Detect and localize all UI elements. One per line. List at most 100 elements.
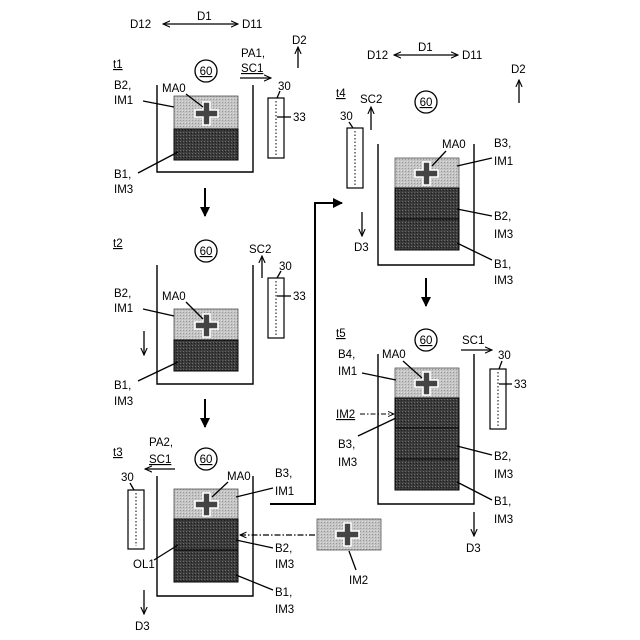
b2-label: B2, — [275, 543, 292, 555]
block-b2 — [174, 519, 238, 550]
pa1-label: PA1, — [241, 48, 265, 60]
sc2-label: SC2 — [360, 94, 382, 106]
b1-im-label: IM3 — [114, 184, 133, 196]
b1-im-label: IM3 — [114, 396, 133, 408]
sensor-30 — [268, 278, 284, 338]
incoming-im2: IM2 — [240, 519, 381, 587]
sensor-30 — [268, 98, 284, 158]
stage-t2-label: t2 — [113, 238, 123, 250]
b2-im-label: IM3 — [494, 469, 513, 481]
unit-60-label: 60 — [200, 246, 213, 258]
b1-leader — [138, 362, 178, 381]
b2-label: B2, — [114, 288, 131, 300]
b2-im-label: IM1 — [114, 95, 133, 107]
marker-label: MA0 — [442, 139, 466, 151]
b1-im-label: IM3 — [494, 275, 513, 287]
stage-t3-label: t3 — [113, 447, 123, 459]
sc1-label: SC1 — [241, 63, 263, 75]
ol1-label: OL1 — [133, 559, 155, 571]
unit-60-label: 60 — [420, 97, 433, 109]
sensor-30 — [347, 128, 363, 188]
unit-60-label: 60 — [420, 335, 433, 347]
marker-label: MA0 — [382, 349, 406, 361]
b2-label: B2, — [494, 451, 511, 463]
d11-label: D11 — [242, 19, 262, 31]
b1-label: B1, — [494, 259, 511, 271]
d3-label: D3 — [135, 621, 150, 633]
direction-legend-top: D1 D12 D11 — [130, 11, 262, 31]
block-b1 — [174, 340, 238, 371]
b3-label: B3, — [275, 468, 292, 480]
b3-leader — [236, 488, 273, 497]
marker-label: MA0 — [162, 291, 186, 303]
b2-im-label: IM1 — [114, 303, 133, 315]
im2-label: IM2 — [349, 575, 368, 587]
b1-leader — [236, 575, 273, 590]
b2-leader — [143, 101, 174, 107]
block-b1 — [395, 219, 459, 250]
leader-30 — [130, 483, 134, 490]
block-b2 — [395, 428, 459, 459]
label-33: 33 — [293, 112, 306, 124]
sensor-30 — [128, 490, 144, 549]
d2-label: D2 — [511, 64, 526, 76]
flow-arrow-t3-t4 — [270, 203, 342, 504]
b1-leader — [138, 152, 178, 173]
pa2-label: PA2, — [149, 437, 173, 449]
b2-label: B2, — [494, 211, 511, 223]
im2-leader — [349, 551, 356, 570]
b4-leader — [362, 373, 396, 380]
b2-leader — [236, 540, 273, 548]
label-33: 33 — [514, 379, 527, 391]
b3-im-label: IM1 — [275, 486, 294, 498]
d12-label: D12 — [130, 19, 151, 31]
stage-t1-label: t1 — [113, 59, 123, 71]
block-b1 — [174, 129, 238, 160]
b2-im-label: IM3 — [494, 229, 513, 241]
d3-label: D3 — [354, 242, 369, 254]
d2-label: D2 — [292, 35, 307, 47]
b4-im-label: IM1 — [338, 366, 357, 378]
d1-label: D1 — [197, 11, 212, 23]
b2-leader — [143, 309, 174, 316]
block-b3 — [395, 398, 459, 428]
stage-t5-label: t5 — [336, 328, 346, 340]
marker-label: MA0 — [227, 471, 251, 483]
b4-label: B4, — [338, 349, 355, 361]
d12-label: D12 — [367, 50, 388, 62]
stage-t4-label: t4 — [336, 88, 346, 100]
b3-label: B3, — [494, 138, 511, 150]
unit-60-label: 60 — [200, 66, 213, 78]
b1-label: B1, — [494, 496, 511, 508]
b3-label: B3, — [338, 439, 355, 451]
d3-label: D3 — [466, 543, 481, 555]
block-b1 — [174, 550, 238, 582]
sc1-label: SC1 — [462, 335, 484, 347]
stage-t4: t4 SC2 60 MA0 B3, IM1 B2, IM3 B1, IM3 30… — [336, 88, 513, 287]
b1-im-label: IM3 — [275, 604, 294, 616]
label-30: 30 — [340, 111, 353, 123]
direction-legend-right: D1 D12 D11 D2 — [367, 42, 526, 103]
b3-im-label: IM3 — [338, 457, 357, 469]
block-b1 — [395, 459, 459, 490]
marker-label: MA0 — [162, 83, 186, 95]
leader-30 — [499, 361, 502, 369]
sc1-label: SC1 — [149, 454, 171, 466]
b1-label: B1, — [114, 380, 131, 392]
sensor-30 — [490, 369, 506, 429]
unit-60-label: 60 — [200, 454, 213, 466]
stage-t2: t2 60 SC2 MA0 B2, IM1 B1, IM3 30 33 — [113, 238, 306, 408]
b1-label: B1, — [114, 169, 131, 181]
d11-label: D11 — [462, 50, 482, 62]
label-30: 30 — [121, 472, 134, 484]
sc2-label: SC2 — [249, 244, 271, 256]
stage-t1: t1 60 PA1, SC1 D2 MA0 B2, IM1 B1, IM3 30… — [113, 35, 307, 196]
b2-label: B2, — [114, 80, 131, 92]
label-30: 30 — [498, 350, 511, 362]
b1-im-label: IM3 — [494, 514, 513, 526]
d1-label: D1 — [418, 42, 433, 54]
b2-im-label: IM3 — [275, 559, 294, 571]
b3-im-label: IM1 — [494, 156, 513, 168]
block-b2 — [395, 188, 459, 219]
